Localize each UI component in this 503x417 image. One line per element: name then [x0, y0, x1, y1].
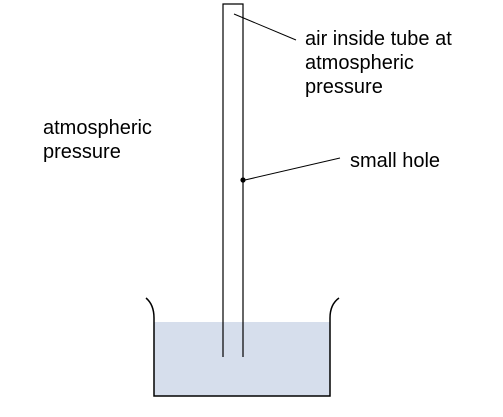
small-hole-marker: [240, 177, 246, 183]
label-atm-line-1: atmospheric: [43, 117, 152, 139]
leader-line-air: [233, 13, 297, 41]
label-atmospheric-pressure: atmospheric pressure: [43, 116, 152, 164]
label-small-hole: small hole: [350, 150, 441, 172]
beaker-outline: [145, 297, 340, 397]
label-air-inside-tube: air inside tube at atmospheric pressure: [305, 27, 452, 99]
tube: [222, 3, 244, 357]
leader-line-hole: [244, 157, 341, 181]
label-air-line-1: air inside tube at: [305, 28, 452, 50]
label-air-line-3: pressure: [305, 76, 383, 98]
label-atm-line-2: pressure: [43, 141, 121, 163]
water: [154, 322, 330, 396]
label-air-line-2: atmospheric: [305, 52, 414, 74]
